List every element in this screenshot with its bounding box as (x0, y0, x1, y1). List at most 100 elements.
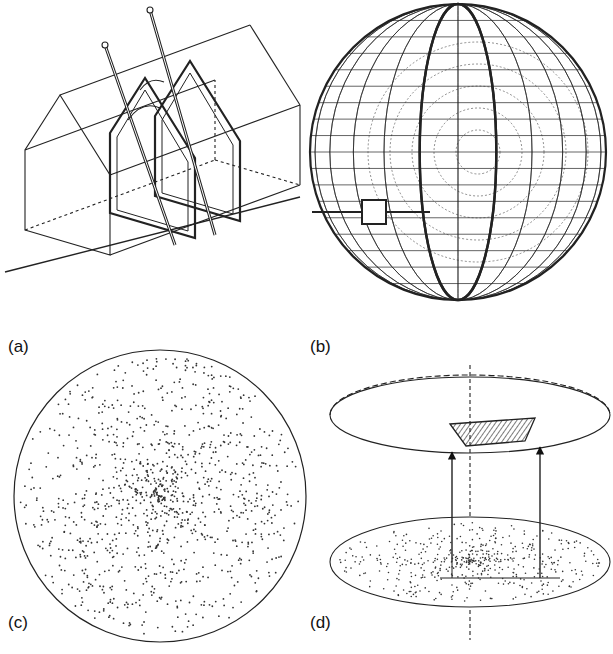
sample-dot (164, 512, 166, 514)
sample-dot (104, 505, 106, 507)
sample-dot (542, 553, 544, 555)
sample-dot (154, 449, 156, 451)
sample-dot (173, 490, 175, 492)
sample-dot (500, 559, 502, 561)
sample-dot (146, 479, 148, 481)
sample-dot (185, 365, 187, 367)
sample-dot (69, 393, 71, 395)
sample-dot (286, 504, 288, 506)
sky-patch (362, 200, 386, 224)
sample-dot (455, 566, 457, 568)
sample-dot (84, 555, 86, 557)
sample-dot (101, 538, 103, 540)
sample-dot (93, 433, 95, 435)
sample-dot (156, 513, 158, 515)
sample-dot (457, 558, 459, 560)
sample-dot (542, 530, 544, 532)
sample-dot (214, 497, 216, 499)
sample-dot (181, 467, 183, 469)
sample-dot (423, 562, 425, 564)
sample-dot (427, 560, 429, 562)
sample-dot (81, 461, 83, 463)
sample-dot (129, 405, 131, 407)
sample-dot (20, 501, 22, 503)
sample-dot (438, 575, 440, 577)
sample-dot (513, 572, 515, 574)
sample-dot (457, 576, 459, 578)
sample-dot (203, 601, 205, 603)
sample-dot (94, 617, 96, 619)
sample-dot (203, 397, 205, 399)
sample-dot (513, 528, 515, 530)
sample-dot (491, 598, 493, 600)
sample-dot (34, 526, 36, 528)
sample-dot (203, 604, 205, 606)
sample-dot (495, 537, 497, 539)
sample-dot (77, 384, 79, 386)
sample-dot (102, 515, 104, 517)
sample-dot (62, 499, 64, 501)
sample-dot (349, 547, 351, 549)
sample-dot (182, 446, 184, 448)
sample-dot (171, 626, 173, 628)
sample-dot (58, 403, 60, 405)
sample-dot (403, 535, 405, 537)
sample-dot (369, 586, 371, 588)
sample-dot (172, 483, 174, 485)
sample-dot (162, 431, 164, 433)
sample-dot (258, 577, 260, 579)
sample-dot (489, 540, 491, 542)
sample-dot (440, 578, 442, 580)
panel-label: (a) (8, 338, 29, 357)
sample-dot (528, 546, 530, 548)
sample-dot (46, 519, 48, 521)
sample-dot (207, 481, 209, 483)
sample-dot (537, 573, 539, 575)
sample-dot (161, 499, 163, 501)
sample-dot (118, 485, 120, 487)
sample-dot (114, 453, 116, 455)
sample-dot (101, 423, 103, 425)
sample-dot (122, 509, 124, 511)
sample-dot (109, 552, 111, 554)
sample-dot (254, 505, 256, 507)
sample-dot (438, 548, 440, 550)
sample-dot (268, 496, 270, 498)
grid-ring (456, 130, 500, 174)
sample-dot (538, 568, 540, 570)
sample-dot (140, 461, 142, 463)
sample-dot (260, 536, 262, 538)
projection-drawing (330, 365, 610, 640)
sample-dot (186, 475, 188, 477)
sample-dot (193, 450, 195, 452)
sample-dot (297, 501, 299, 503)
sample-dot (413, 594, 415, 596)
sample-dot (31, 477, 33, 479)
sample-dot (118, 500, 120, 502)
sample-dot (129, 622, 131, 624)
sample-dot (218, 508, 220, 510)
sample-dot (157, 543, 159, 545)
sample-dot (116, 436, 118, 438)
sample-dot (105, 508, 107, 510)
sample-dot (47, 452, 49, 454)
sample-dot (168, 585, 170, 587)
sample-dot (435, 566, 437, 568)
sample-dot (393, 531, 395, 533)
sample-dot (211, 374, 213, 376)
sample-dot (120, 518, 122, 520)
sample-dot (62, 413, 64, 415)
sample-dot (184, 562, 186, 564)
sample-dot (466, 560, 468, 562)
sample-dot (172, 494, 174, 496)
sample-dot (252, 472, 254, 474)
sample-dot (37, 544, 39, 546)
sample-dot (92, 507, 94, 509)
sample-dot (502, 569, 504, 571)
sample-dot (278, 487, 280, 489)
sample-dot (439, 546, 441, 548)
sample-dot (478, 566, 480, 568)
sample-dot (166, 433, 168, 435)
sample-dot (184, 519, 186, 521)
sample-dot (437, 537, 439, 539)
